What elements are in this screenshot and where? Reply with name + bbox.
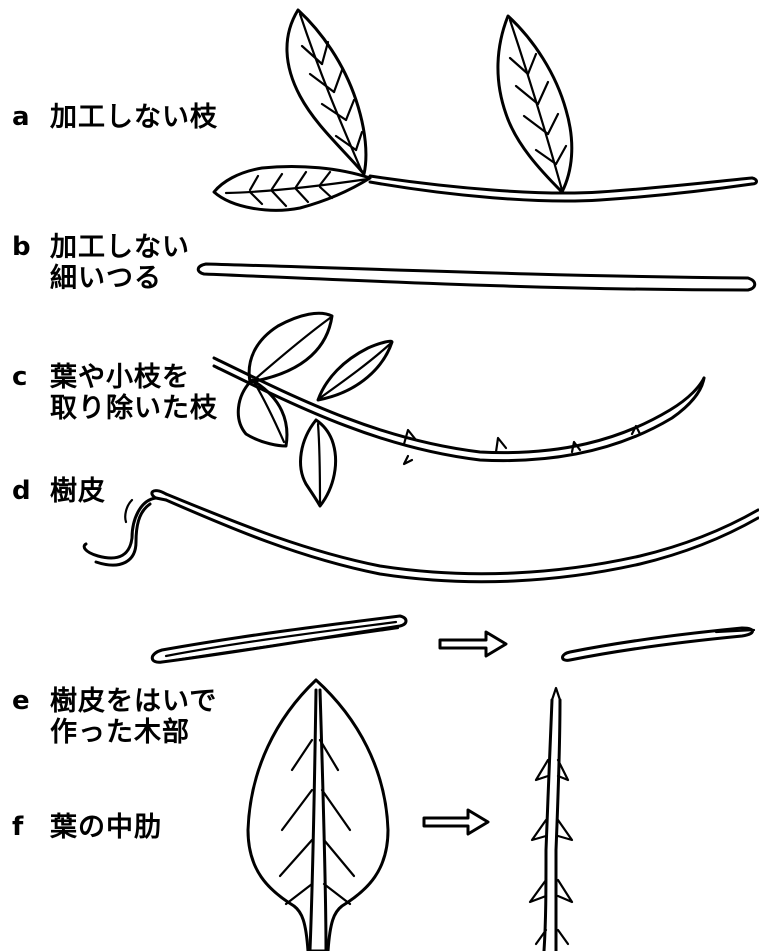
arrow-right-icon [424,810,488,834]
stripped-branch-illustration [214,313,704,506]
thin-vine-illustration [198,264,755,290]
branch-with-leaves-illustration [214,10,757,210]
arrow-right-icon [440,632,506,656]
leaf-illustration [248,680,388,951]
midrib-illustration [530,688,572,951]
bark-strip-illustration [84,491,758,582]
